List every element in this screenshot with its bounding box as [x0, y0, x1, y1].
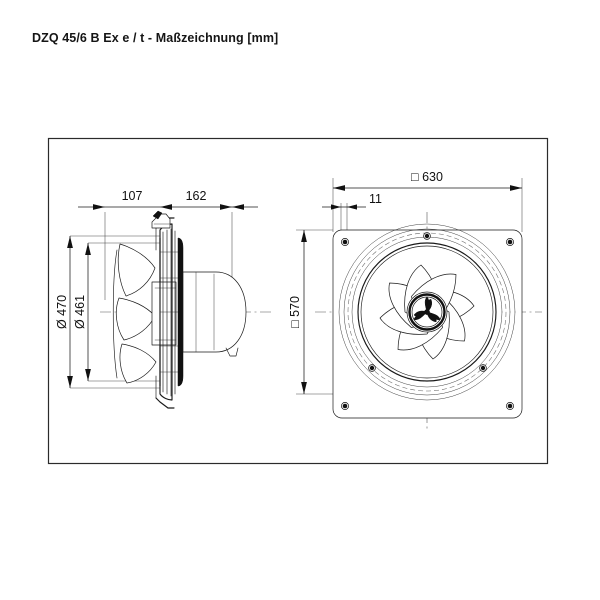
dim-label-11: 11 [369, 192, 382, 206]
arrow-107-left [93, 204, 105, 210]
arrow-630-left [333, 185, 345, 191]
plate-dark-band [177, 237, 184, 387]
hub-spoke-wide [426, 298, 432, 313]
arrow-570-top [301, 230, 307, 242]
arrow-470-bottom [67, 376, 73, 388]
hub-ring [408, 293, 446, 331]
arrow-162-right [220, 204, 232, 210]
side-view: 107 162 Ø 470 Ø 461 [55, 189, 272, 409]
mounting-hole [506, 402, 514, 410]
drawing-frame [47, 137, 549, 465]
arrow-11-left [331, 204, 341, 210]
hub-center-dot [424, 309, 430, 315]
dim-label-d461: Ø 461 [73, 295, 87, 329]
dimension-570: □ 570 [288, 229, 333, 395]
hub-spokes [413, 296, 441, 323]
motor-foot [225, 347, 239, 357]
hub-spoke-wide [426, 311, 437, 323]
plate-flange-bottom [155, 397, 175, 409]
mounting-hole [423, 232, 431, 240]
mounting-hole [506, 238, 514, 246]
blade-side-3 [119, 343, 157, 384]
dim-label-d470: Ø 470 [55, 295, 69, 329]
mounting-holes-front [341, 232, 514, 410]
terminal-box-side [151, 210, 171, 229]
motor-body [182, 271, 247, 353]
arrow-11-right [347, 204, 357, 210]
dim-label-630: □ 630 [411, 170, 443, 184]
terminal-box-detail [152, 210, 163, 220]
dimension-11: 11 [322, 192, 382, 236]
arrow-107-right [160, 204, 172, 210]
dimension-107-162: 107 162 [78, 189, 258, 300]
hub-body-side [151, 281, 177, 346]
dimension-630: □ 630 [332, 170, 523, 232]
hub-spoke-wide [413, 310, 428, 317]
arrow-470-top [67, 236, 73, 248]
dim-label-162: 162 [186, 189, 207, 203]
impeller-ring-outer [357, 242, 497, 382]
mounting-hole [341, 402, 349, 410]
blade-side-2 [115, 297, 156, 341]
motor-housing-side [182, 271, 247, 357]
mounting-hole [479, 364, 487, 372]
arrow-162-tail [232, 204, 244, 210]
fan-hub-front [406, 291, 448, 333]
dim-label-107: 107 [122, 189, 143, 203]
blade-package-edge [112, 249, 118, 379]
intake-ring-2 [343, 228, 511, 396]
arrow-461-top [85, 243, 91, 255]
blade-side-1 [117, 243, 156, 297]
arrow-461-bottom [85, 369, 91, 381]
intake-ring-outer [338, 223, 516, 401]
mounting-hole [341, 238, 349, 246]
arrow-570-bottom [301, 382, 307, 394]
impeller-ring-inner [360, 245, 494, 379]
mounting-hole [368, 364, 376, 372]
page-title: DZQ 45/6 B Ex e / t - Maßzeichnung [mm] [32, 31, 279, 45]
front-view: □ 630 11 □ 570 [288, 170, 542, 432]
hub-side [151, 281, 177, 346]
arrow-630-right [510, 185, 522, 191]
dimension-d470-d461: Ø 470 Ø 461 [55, 235, 160, 389]
dim-label-570: □ 570 [288, 296, 302, 328]
